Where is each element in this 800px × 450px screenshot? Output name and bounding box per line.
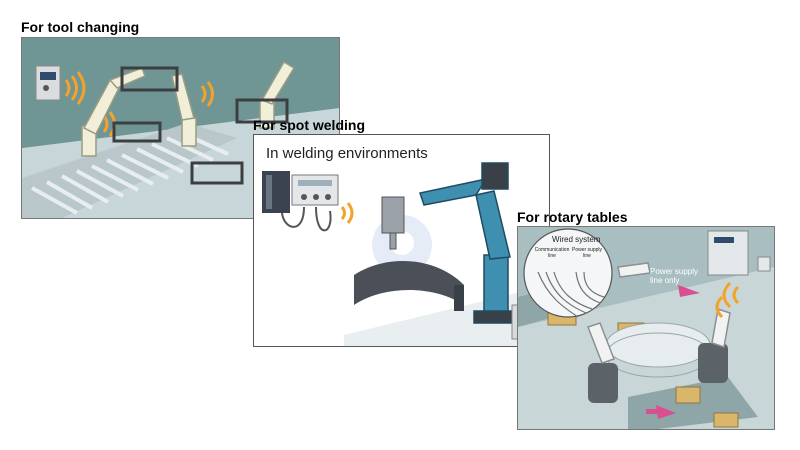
callout-power-line: Power supply line bbox=[571, 247, 602, 259]
wireless-wave-icon bbox=[340, 202, 354, 224]
robot-arm bbox=[419, 162, 519, 324]
wireless-wave-icon bbox=[715, 281, 740, 319]
spot-welding-illustration bbox=[262, 162, 549, 346]
tool-frame bbox=[112, 66, 289, 185]
callout-comm-line: Communication line bbox=[534, 247, 570, 259]
controller-unit bbox=[262, 171, 339, 232]
robot-arm bbox=[587, 262, 731, 364]
heading-spot-welding: For spot welding bbox=[253, 117, 365, 133]
rotary-table-illustration bbox=[518, 227, 774, 429]
wired-system-callout bbox=[523, 228, 613, 318]
environment-label: In welding environments bbox=[266, 145, 428, 162]
power-only-label: Power supply line only bbox=[650, 267, 699, 285]
controller-box bbox=[35, 65, 61, 101]
heading-tool-changing: For tool changing bbox=[21, 19, 140, 35]
wireless-wave-icon bbox=[64, 71, 214, 137]
direction-arrow-icon bbox=[646, 405, 676, 419]
panel-rotary-tables: Wired system Communication line Power su… bbox=[517, 226, 775, 430]
heading-rotary-tables: For rotary tables bbox=[517, 209, 628, 225]
robot-base bbox=[588, 343, 728, 403]
callout-title: Wired system bbox=[552, 235, 601, 244]
panel-spot-welding: In welding environments bbox=[253, 134, 550, 347]
weld-gun bbox=[381, 196, 405, 250]
